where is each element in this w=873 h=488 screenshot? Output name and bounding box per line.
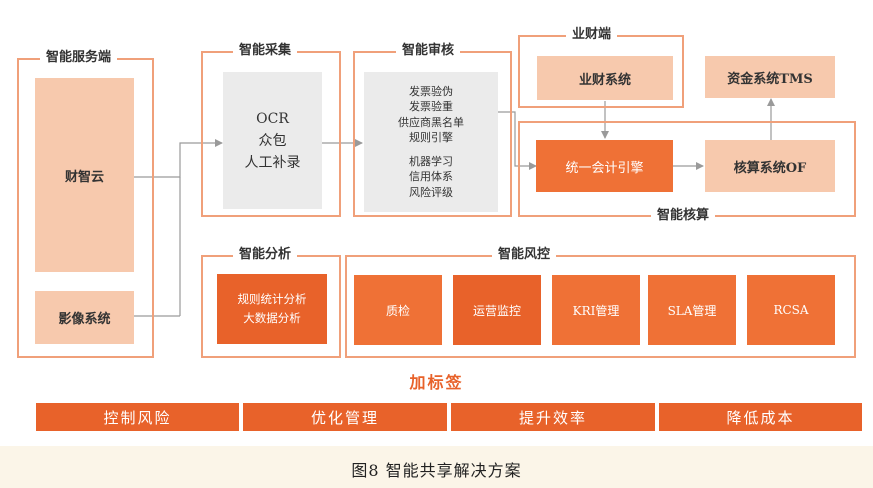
analysis-item-big-data: 大数据分析 [243, 311, 301, 325]
arrow-audit-to-engine [498, 111, 537, 170]
banner-reduce-cost: 降低成本 [659, 403, 862, 431]
analysis-title: 智能分析 [233, 246, 298, 264]
collection-item-ocr: OCR [256, 110, 289, 127]
audit-item-invoice-dup: 发票验重 [409, 100, 453, 114]
risk-item-sla: SLA管理 [648, 275, 736, 345]
imaging-system-box: 影像系统 [35, 291, 134, 344]
tagging-label: 加标签 [409, 373, 464, 392]
risk-item-kri: KRI管理 [552, 275, 640, 345]
risk-item-ops-monitor: 运营监控 [453, 275, 541, 345]
accounting-engine-box: 统一会计引擎 [536, 140, 673, 192]
analysis-box: 规则统计分析 大数据分析 [217, 274, 327, 344]
audit-item-blacklist: 供应商黑名单 [398, 115, 464, 129]
audit-item-credit: 信用体系 [409, 170, 453, 184]
figure-caption: 图8 智能共享解决方案 [351, 461, 522, 480]
risk-control-frame [345, 255, 856, 358]
collection-box: OCR 众包 人工补录 [223, 72, 322, 209]
audit-item-ml: 机器学习 [409, 154, 453, 168]
audit-box: 发票验伪 发票验重 供应商黑名单 规则引擎 机器学习 信用体系 风险评级 [364, 72, 498, 212]
collection-title: 智能采集 [233, 42, 298, 60]
caizhiyun-box: 财智云 [35, 78, 134, 272]
risk-control-title: 智能风控 [492, 246, 557, 264]
audit-item-rule-engine: 规则引擎 [409, 131, 453, 145]
collection-item-crowdsource: 众包 [258, 132, 287, 149]
risk-item-rcsa: RCSA [747, 275, 835, 345]
accounting-core-box: 核算系统OF [705, 140, 835, 192]
service-end-title: 智能服务端 [40, 49, 118, 67]
audit-item-invoice-verify: 发票验伪 [409, 84, 453, 98]
audit-title: 智能审核 [396, 42, 461, 60]
bizfin-title: 业财端 [566, 26, 618, 44]
banner-control-risk: 控制风险 [36, 403, 239, 431]
bizfin-system-box: 业财系统 [537, 56, 673, 100]
analysis-item-rule-stats: 规则统计分析 [237, 292, 307, 306]
audit-item-risk-rating: 风险评级 [409, 185, 453, 199]
risk-item-quality-check: 质检 [354, 275, 442, 345]
accounting-title: 智能核算 [651, 207, 716, 225]
collection-item-manual: 人工补录 [244, 154, 301, 171]
banner-improve-efficiency: 提升效率 [451, 403, 655, 431]
tms-box: 资金系统TMS [705, 56, 835, 98]
banner-optimize-management: 优化管理 [243, 403, 447, 431]
